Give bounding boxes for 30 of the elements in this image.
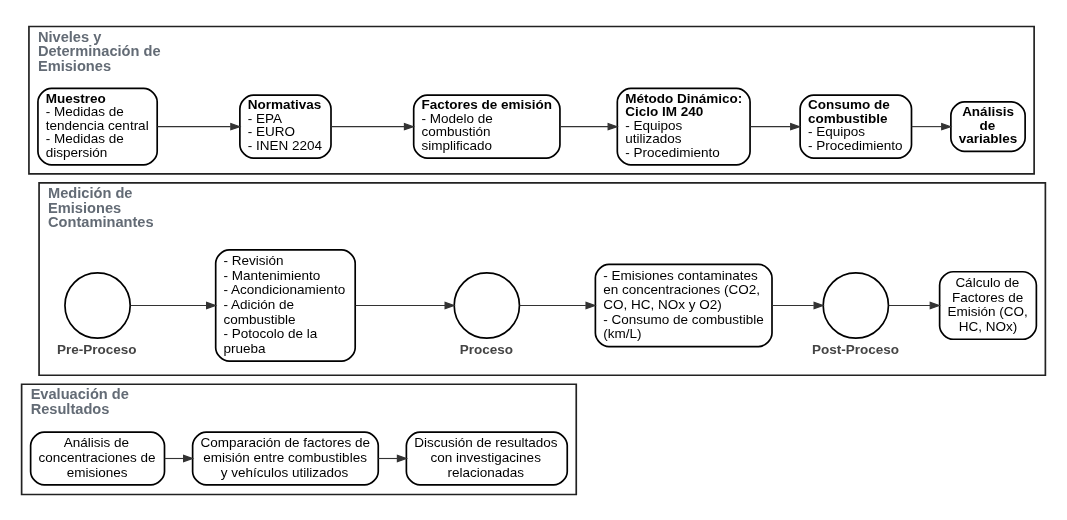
- arrow: [164, 454, 195, 462]
- node-label: Pre-Proceso: [57, 341, 137, 357]
- arrow: [911, 122, 953, 131]
- node-circle: [64, 271, 132, 339]
- node-box: - Revisión - Mantenimiento - Acondicionamiento - Adición de combustible - Potocolo de la prueba: [214, 248, 357, 362]
- arrow: [559, 122, 619, 131]
- node-label: Post-Proceso: [811, 341, 899, 357]
- node-box: Análisis de concentraciones de emisiones: [29, 430, 166, 486]
- node-box: Muestreo - Medidas de tendencia central - Medidas de dispersión: [37, 87, 159, 166]
- node-box: Cálculo de Factores de Emisión (CO, HC, NOx): [938, 270, 1038, 340]
- arrow: [771, 301, 825, 309]
- arrow: [519, 301, 597, 309]
- node-label: Proceso: [459, 341, 514, 357]
- node-box: Factores de emisión - Modelo de combustión simplificado: [412, 93, 561, 159]
- arrow: [355, 301, 456, 309]
- node-box: Comparación de factores de emisión entre combustibles y vehículos utilizados: [191, 430, 380, 486]
- arrow: [156, 122, 242, 131]
- arrow: [130, 301, 218, 309]
- node-box: Consumo de combustible - Equipos - Procedimiento: [799, 93, 913, 159]
- node-circle: [822, 271, 890, 339]
- node-box: - Emisiones contaminates en concentraciones (CO2, CO, HC, NOx y O2) - Consumo de combustible (km/L): [594, 263, 773, 347]
- arrow: [888, 301, 941, 309]
- arrow: [377, 454, 409, 462]
- node-box: Discusión de resultados con investigacines relacionadas: [405, 430, 569, 486]
- node-circle: [453, 271, 521, 339]
- node-box: Método Dinámico: Ciclo IM 240 - Equipos utilizados - Procedimiento: [616, 87, 751, 166]
- node-box: Normativas - EPA - EURO - INEN 2204: [239, 93, 332, 159]
- arrow: [330, 122, 416, 131]
- arrow: [749, 122, 802, 131]
- node-box: Análisis de variables: [950, 100, 1026, 152]
